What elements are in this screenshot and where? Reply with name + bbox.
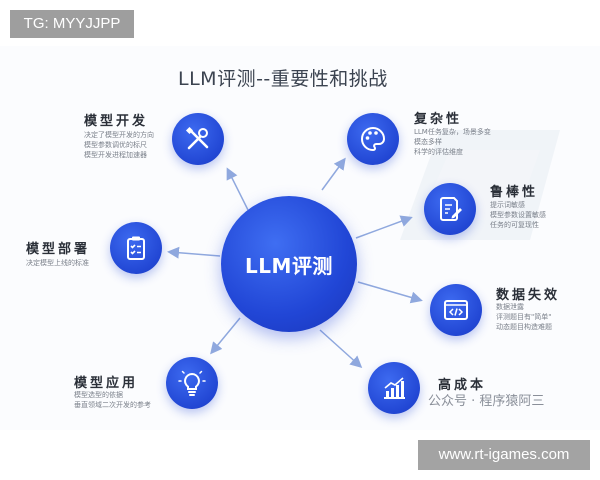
node-title-model-application: 模型应用 <box>74 376 139 391</box>
document-edit-icon <box>440 197 462 221</box>
code-window-icon <box>444 300 468 320</box>
node-model-development <box>172 113 224 165</box>
arrow-to-high-cost <box>319 329 363 369</box>
node-title-robustness: 鲁棒性 <box>490 185 539 200</box>
tools-icon <box>185 126 209 150</box>
node-desc-robustness: 提示词敏感 模型参数设置敏感 任务的可复现性 <box>490 201 546 229</box>
lightbulb-icon <box>178 370 206 396</box>
tg-tag: TG: MYYJJPP <box>10 10 134 38</box>
node-data-failure <box>430 284 482 336</box>
node-desc-model-development: 决定了模型开发的方向 模型参数调优的标尺 模型开发进程加速器 <box>84 131 154 159</box>
node-model-deployment <box>110 222 162 274</box>
node-desc-model-application: 模型选型的依据 垂直领域二次开发的参考 <box>74 391 151 409</box>
arrow-to-data-failure <box>357 281 423 304</box>
arrow-to-complexity <box>321 157 346 191</box>
node-title-high-cost: 高成本 <box>438 378 487 393</box>
node-desc-model-deployment: 决定模型上线的标准 <box>26 259 89 267</box>
node-title-model-deployment: 模型部署 <box>26 242 91 257</box>
node-desc-complexity: LLM任务复杂，场景多变 模态多样 科学的评估维度 <box>414 128 491 156</box>
site-watermark: www.rt-igames.com <box>418 440 590 470</box>
palette-icon <box>361 126 386 152</box>
center-label: LLM评测 <box>245 253 333 278</box>
growth-chart-icon <box>384 377 405 399</box>
arrow-to-model-dev <box>226 167 249 211</box>
node-robustness <box>424 183 476 235</box>
arrow-to-application <box>210 317 241 355</box>
node-title-complexity: 复杂性 <box>414 112 463 127</box>
center-node: LLM评测 <box>221 196 357 332</box>
node-model-application <box>166 357 218 409</box>
footer-credit: 公众号 · 程序猿阿三 <box>428 394 545 409</box>
node-desc-data-failure: 数据泄露 评测题目有"简单" 动态题目构造难题 <box>496 303 552 331</box>
diagram-title: LLM评测--重要性和挑战 <box>178 68 388 90</box>
node-title-model-development: 模型开发 <box>84 114 149 129</box>
node-complexity <box>347 113 399 165</box>
arrow-to-deploy <box>167 246 221 259</box>
node-high-cost <box>368 362 420 414</box>
clipboard-checklist-icon <box>127 236 145 260</box>
arrow-to-robustness <box>355 215 413 239</box>
node-title-data-failure: 数据失效 <box>496 288 561 303</box>
